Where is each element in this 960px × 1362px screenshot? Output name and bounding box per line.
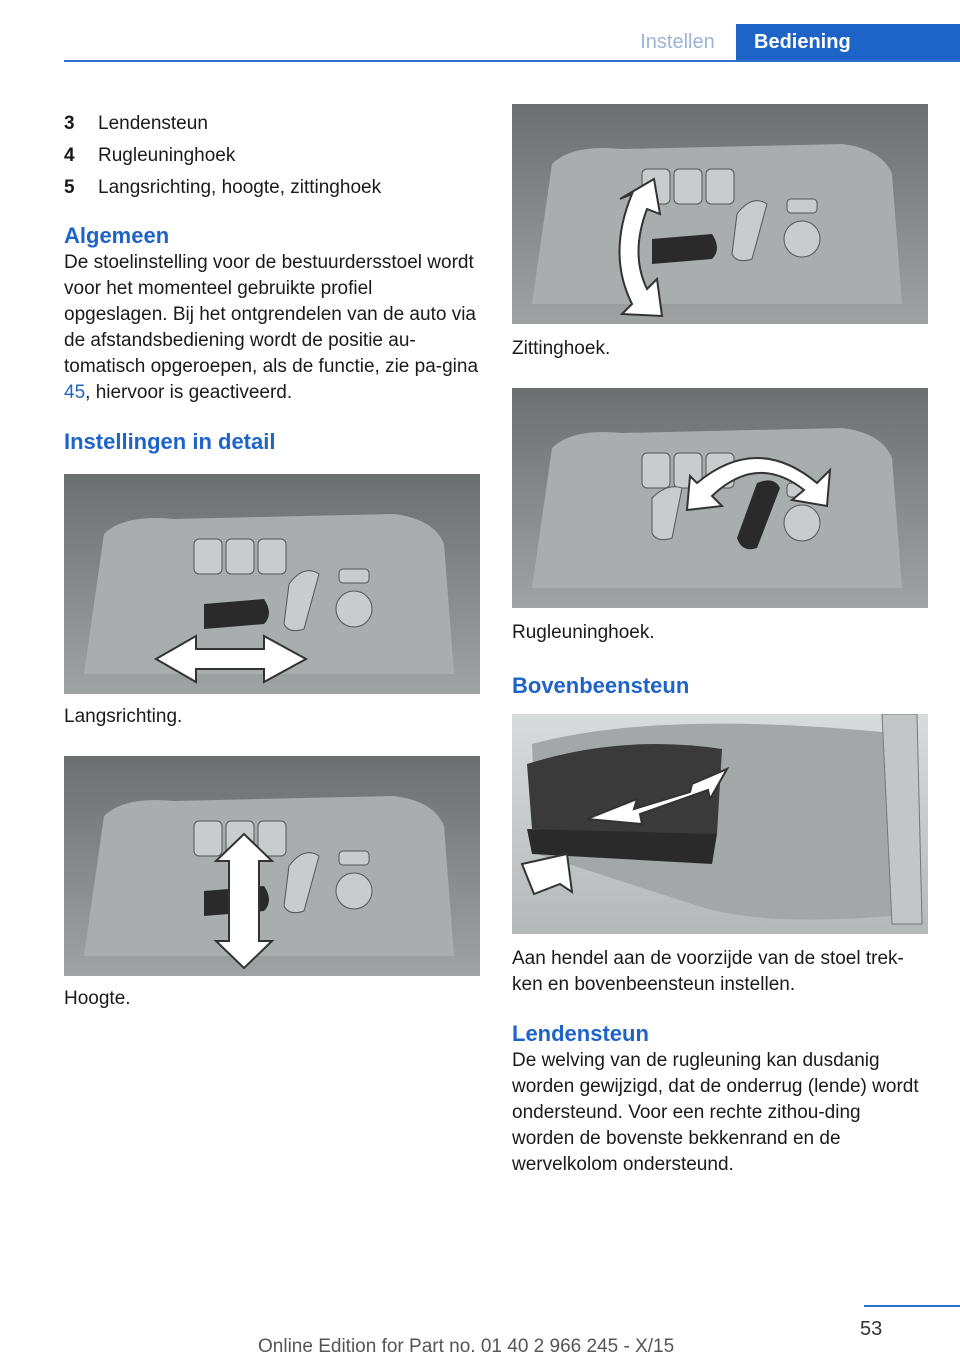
seat-zittinghoek-illustration <box>512 104 928 324</box>
legend-item: 4 Rugleuninghoek <box>64 140 480 172</box>
seat-bovenbeensteun-illustration <box>512 714 928 934</box>
caption-zittinghoek: Zittinghoek. <box>512 338 611 359</box>
tab-instellen[interactable]: Instellen <box>640 31 715 53</box>
legend-item: 5 Langsrichting, hoogte, zittinghoek <box>64 172 480 204</box>
section-title-instellingen: Instellingen in detail <box>64 429 276 454</box>
legend-number: 4 <box>64 145 75 166</box>
algemeen-text: De stoelinstelling voor de bestuurdersst… <box>64 252 479 377</box>
legend-label: Langsrichting, hoogte, zittinghoek <box>98 177 382 198</box>
algemeen-text-end: , hiervoor is geactiveerd. <box>85 382 293 403</box>
legend-label: Rugleuninghoek <box>98 145 236 166</box>
caption-langsrichting: Langsrichting. <box>64 706 183 727</box>
footer-rule <box>864 1305 960 1307</box>
algemeen-paragraph: De stoelinstelling voor de bestuurdersst… <box>64 250 480 406</box>
bovenbeensteun-paragraph: Aan hendel aan de voorzijde van de stoel… <box>512 948 904 995</box>
caption-hoogte: Hoogte. <box>64 988 131 1009</box>
left-column: 3 Lendensteun 4 Rugleuninghoek 5 Langsri… <box>64 108 480 1012</box>
section-title-bovenbeensteun: Bovenbeensteun <box>512 673 690 698</box>
lendensteun-paragraph: De welving van de rugleuning kan dusdani… <box>512 1050 919 1175</box>
caption-rugleuninghoek: Rugleuninghoek. <box>512 622 655 643</box>
online-edition-note: Online Edition for Part no. 01 40 2 966 … <box>258 1336 675 1357</box>
right-column: Zittinghoek. Rugleuninghoek. Bovenbeenst… <box>512 104 928 1178</box>
legend-number: 5 <box>64 177 75 198</box>
seat-langsrichting-illustration <box>64 474 480 694</box>
section-title-algemeen: Algemeen <box>64 223 170 248</box>
legend-item: 3 Lendensteun <box>64 108 480 140</box>
legend-list: 3 Lendensteun 4 Rugleuninghoek 5 Langsri… <box>64 108 480 204</box>
seat-rugleuninghoek-illustration <box>512 388 928 608</box>
page-link[interactable]: 45 <box>64 382 86 403</box>
legend-number: 3 <box>64 113 75 134</box>
header-rule <box>64 60 960 62</box>
section-title-lendensteun: Lendensteun <box>512 1021 649 1046</box>
tab-bediening[interactable]: Bediening <box>736 24 960 60</box>
page-number: 53 <box>860 1318 883 1340</box>
seat-hoogte-illustration <box>64 756 480 976</box>
legend-label: Lendensteun <box>98 113 208 134</box>
